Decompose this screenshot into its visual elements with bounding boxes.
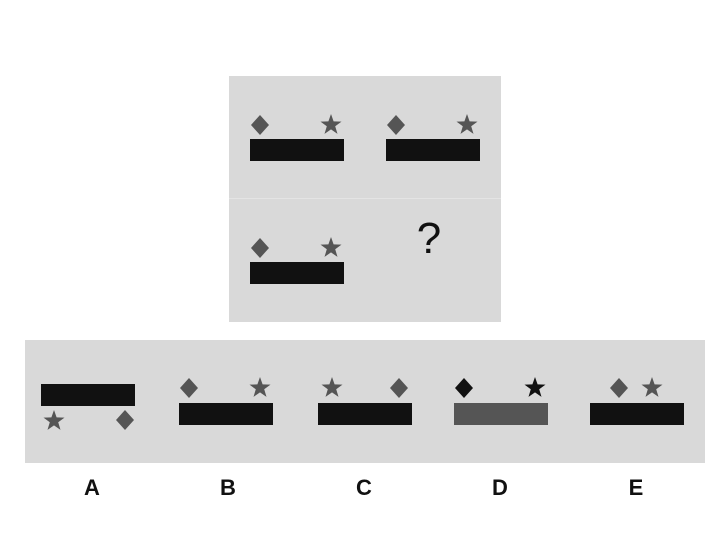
star-icon <box>456 114 478 134</box>
matrix-cell-r1c2 <box>386 114 486 164</box>
option-d[interactable] <box>454 377 554 427</box>
option-label-c: C <box>356 475 372 500</box>
row-divider <box>229 198 501 199</box>
diamond-icon <box>251 115 269 135</box>
option-b[interactable] <box>179 377 279 427</box>
option-label-b: B <box>220 475 236 500</box>
matrix-cell-r1c1 <box>250 114 350 164</box>
diamond-icon <box>455 378 473 398</box>
bar <box>454 403 548 425</box>
option-label-d: D <box>492 475 508 500</box>
star-icon <box>320 237 342 257</box>
option-label-e: E <box>628 475 644 500</box>
diamond-icon <box>251 238 269 258</box>
bar <box>250 262 344 284</box>
diamond-icon <box>387 115 405 135</box>
bar <box>250 139 344 161</box>
option-e[interactable] <box>590 377 690 427</box>
option-c[interactable] <box>318 377 418 427</box>
star-icon <box>320 114 342 134</box>
option-label-a: A <box>84 475 100 500</box>
option-a[interactable] <box>41 384 141 434</box>
bar <box>318 403 412 425</box>
puzzle-matrix: ? <box>229 76 501 322</box>
diamond-icon <box>390 378 408 398</box>
diamond-icon <box>180 378 198 398</box>
bar <box>590 403 684 425</box>
answer-options <box>25 340 705 463</box>
star-icon <box>43 410 65 430</box>
bar <box>41 384 135 406</box>
diamond-icon <box>116 410 134 430</box>
star-icon <box>249 377 271 397</box>
diamond-icon <box>610 378 628 398</box>
bar <box>179 403 273 425</box>
star-icon <box>641 377 663 397</box>
matrix-cell-r2c1 <box>250 237 350 287</box>
star-icon <box>524 377 546 397</box>
question-mark: ? <box>416 214 442 263</box>
star-icon <box>321 377 343 397</box>
bar <box>386 139 480 161</box>
